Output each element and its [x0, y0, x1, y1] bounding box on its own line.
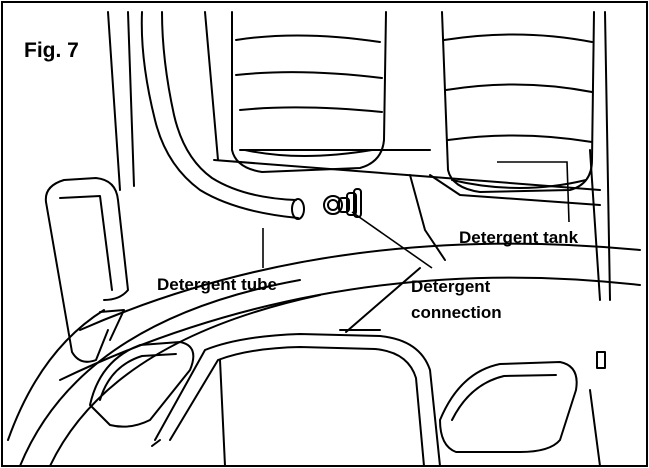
rack-bars-left [7, 309, 125, 441]
rack-slot-left [89, 341, 195, 428]
rack-slot-center [151, 333, 441, 467]
tank-leader [497, 161, 570, 223]
detergent-connection-label-line2: connection [411, 303, 502, 322]
left-tank [231, 11, 387, 173]
side-arm [44, 177, 129, 363]
cabinet-wall [107, 11, 611, 301]
detergent-tank [429, 11, 601, 206]
detergent-tube-label: Detergent tube [157, 275, 277, 294]
rack-slot-right [439, 361, 601, 467]
connection-leader [351, 211, 433, 269]
detergent-tank-label: Detergent tank [459, 228, 579, 247]
detergent-connection-fitting [323, 188, 362, 218]
detergent-connection-label-line1: Detergent [411, 277, 491, 296]
rack-hook [596, 351, 606, 369]
detergent-tube [140, 11, 305, 220]
figure-label: Fig. 7 [24, 39, 79, 62]
leader-lines [262, 161, 570, 269]
